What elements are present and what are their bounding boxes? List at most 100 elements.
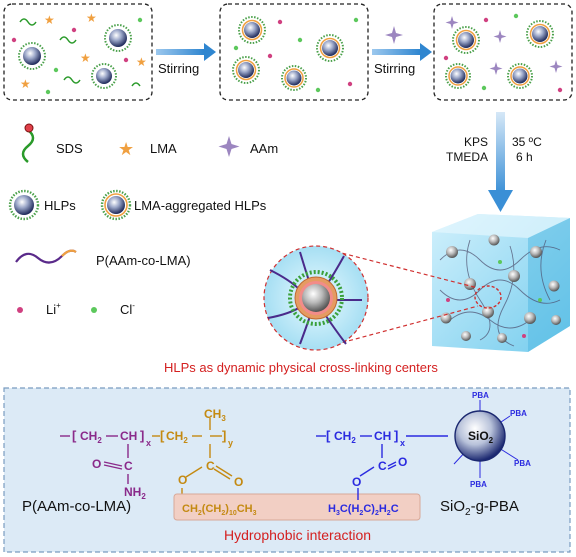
lma-hlp-particle	[452, 26, 480, 54]
svg-text:]: ]	[222, 428, 226, 443]
svg-text:[: [	[326, 428, 331, 443]
lma-hlp-particle	[281, 65, 307, 91]
svg-text:CH3: CH3	[204, 407, 226, 423]
cl-ion	[353, 17, 359, 23]
li-ion	[443, 55, 449, 61]
lma-star-icon: ★	[44, 13, 55, 27]
legend-lma: ★ LMA	[118, 139, 177, 159]
sds-icon	[21, 129, 35, 163]
svg-text:LMA: LMA	[150, 141, 177, 156]
cl-ion	[513, 13, 519, 19]
cl-ion	[45, 89, 51, 95]
svg-text:O: O	[352, 475, 361, 489]
condition-kps: KPS	[464, 135, 488, 149]
hydrogel-cube	[432, 214, 570, 352]
svg-text:LMA-aggregated HLPs: LMA-aggregated HLPs	[134, 198, 267, 213]
aam-sparkle-icon	[385, 26, 403, 44]
hlp-particle	[18, 42, 46, 70]
condition-temperature: 35 ºC	[512, 135, 542, 149]
condition-tmeda: TMEDA	[446, 150, 488, 164]
hlp-particle	[104, 24, 132, 52]
cl-ion-icon	[91, 307, 97, 313]
zoom-line	[321, 247, 479, 289]
svg-text:O: O	[234, 475, 243, 489]
zoom-line	[321, 305, 479, 349]
cl-ion	[137, 17, 143, 23]
pba-label: PBA	[514, 459, 531, 468]
aam-sparkle-icon	[493, 30, 507, 43]
svg-text:y: y	[228, 438, 233, 448]
stage-box-3	[433, 3, 573, 101]
hlp-particle	[91, 63, 117, 89]
svg-text:AAm: AAm	[250, 141, 278, 156]
condition-time: 6 h	[516, 150, 533, 164]
cl-ion	[233, 45, 239, 51]
legend-cl: Cl-	[91, 301, 135, 317]
lma-alkyl-chain: CH2(CH2)10CH3	[182, 503, 257, 517]
pba-alkyl-chain: H3C(H2C)2H2C	[328, 503, 399, 517]
polymerization-arrow: KPS TMEDA 35 ºC 6 h	[446, 112, 542, 212]
zoomed-crosslink-center	[263, 245, 369, 351]
chemistry-panel: [ CH2 CH ] x C O NH2 [ CH2 CH3 ] y C	[3, 387, 571, 553]
hlp-icon	[8, 189, 40, 221]
paam-co-lma-structure: [ CH2 CH ] x C O NH2 [ CH2 CH3 ] y C	[22, 407, 243, 515]
li-ion	[483, 17, 489, 23]
sds-head-icon	[24, 123, 34, 133]
lma-hlp-icon	[100, 189, 132, 221]
li-ion-icon	[17, 307, 23, 313]
svg-text:NH2: NH2	[124, 485, 146, 501]
svg-text:[: [	[72, 428, 77, 443]
aam-sparkle-icon	[489, 62, 503, 75]
legend-hlps: HLPs	[8, 189, 76, 221]
sds-molecule	[59, 36, 77, 44]
svg-text:HLPs: HLPs	[44, 198, 76, 213]
sds-molecule	[19, 18, 37, 26]
lma-star-icon: ★	[118, 139, 134, 159]
lma-star-icon: ★	[20, 77, 31, 91]
network-particles	[440, 234, 561, 343]
sio2-g-pba-name: SiO2-g-PBA	[440, 498, 519, 518]
lma-hlp-particle	[232, 56, 260, 84]
svg-text:x: x	[146, 438, 151, 448]
hydrophobic-interaction-label: Hydrophobic interaction	[224, 527, 371, 543]
svg-text:P(AAm-co-LMA): P(AAm-co-LMA)	[96, 253, 191, 268]
svg-text:SDS: SDS	[56, 141, 83, 156]
li-ion	[267, 53, 273, 59]
svg-text:CH2: CH2	[80, 429, 102, 445]
legend-lma-hlps: LMA-aggregated HLPs	[100, 189, 267, 221]
paam-co-lma-name: P(AAm-co-LMA)	[22, 498, 131, 515]
li-ion	[277, 19, 283, 25]
stage-box-1: ★ ★ ★ ★ ★	[3, 3, 153, 101]
lma-star-icon: ★	[136, 55, 147, 69]
li-ion	[71, 27, 77, 33]
svg-text:O: O	[92, 457, 101, 471]
aam-sparkle-icon	[218, 136, 240, 157]
svg-text:C: C	[124, 459, 133, 473]
li-ion	[347, 81, 353, 87]
li-ion	[11, 37, 17, 43]
svg-text:]: ]	[394, 428, 398, 443]
stirring-arrow-2: Stirring	[372, 26, 432, 76]
svg-text:C: C	[378, 459, 387, 473]
legend-polymer: P(AAm-co-LMA)	[15, 249, 191, 268]
svg-text:CH2: CH2	[166, 429, 188, 445]
svg-text:C: C	[206, 459, 215, 473]
svg-text:Li+: Li+	[46, 301, 61, 317]
pba-label: PBA	[510, 409, 527, 418]
aam-sparkle-icon	[549, 60, 563, 73]
figure-caption: HLPs as dynamic physical cross-linking c…	[164, 360, 438, 375]
pba-label: PBA	[472, 391, 489, 400]
svg-text:SiO2: SiO2	[468, 429, 494, 445]
sds-molecule	[63, 76, 81, 84]
legend-li: Li+	[17, 301, 61, 317]
svg-text:]: ]	[140, 428, 144, 443]
svg-text:[: [	[160, 428, 165, 443]
cl-ion	[297, 37, 303, 43]
svg-text:O: O	[178, 473, 187, 487]
cl-ion	[315, 87, 321, 93]
li-ion	[557, 87, 563, 93]
legend: SDS ★ LMA AAm HLPs LMA-aggregated HLPs	[8, 123, 278, 317]
svg-text:CH: CH	[374, 429, 391, 443]
svg-text:CH2: CH2	[334, 429, 356, 445]
